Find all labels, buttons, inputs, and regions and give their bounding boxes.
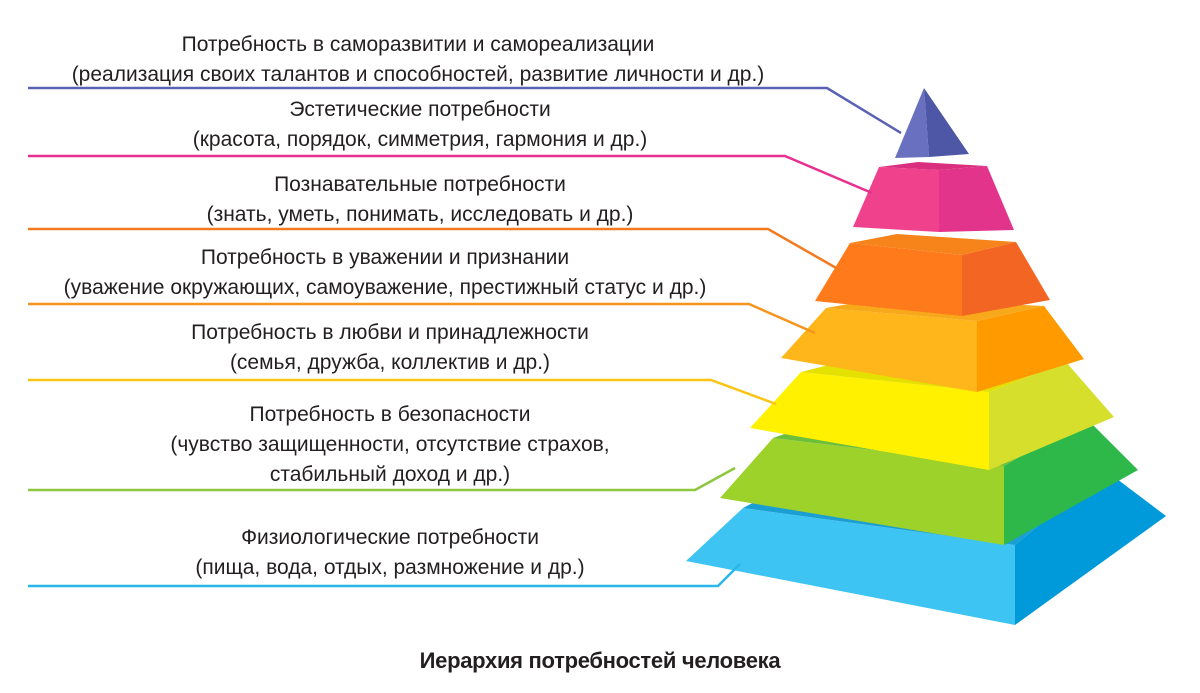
level-title: Эстетические потребности — [289, 98, 551, 121]
connector-line-esteem — [28, 302, 816, 335]
connector-line-belonging — [28, 378, 777, 406]
level-label-physiological: Физиологические потребности (пища, вода,… — [0, 523, 780, 583]
level-label-safety: Потребность в безопасности (чувство защи… — [0, 400, 780, 490]
level-title: Потребность в уважении и признании — [200, 246, 570, 269]
tier-self-actualization — [895, 88, 969, 158]
level-title: Потребность в саморазвитии и самореализа… — [181, 33, 655, 56]
level-description: (уважение окружающих, самоуважение, прес… — [63, 276, 707, 299]
level-label-aesthetic: Эстетические потребности (красота, поряд… — [30, 95, 810, 155]
level-description: (семья, дружба, коллектив и др.) — [229, 351, 551, 374]
level-description-line-2: стабильный доход и др.) — [269, 463, 511, 486]
level-title: Потребность в любви и принадлежности — [191, 321, 589, 344]
level-description: (реализация своих талантов и способносте… — [71, 63, 765, 86]
level-title: Физиологические потребности — [241, 526, 539, 549]
connector-line-self-actualization — [28, 86, 902, 135]
level-description: (пища, вода, отдых, размножение и др.) — [195, 556, 585, 579]
level-label-self-actualization: Потребность в саморазвитии и самореализа… — [28, 30, 808, 90]
connector-line-cognitive — [28, 227, 839, 271]
tier-cognitive — [815, 234, 1050, 316]
level-title: Познавательные потребности — [274, 173, 566, 196]
tier-aesthetic — [853, 162, 1014, 232]
level-title: Потребность в безопасности — [249, 403, 531, 426]
level-description-line-1: (чувство защищенности, отсутствие страхо… — [170, 433, 610, 456]
level-label-belonging: Потребность в любви и принадлежности (се… — [0, 318, 780, 378]
level-description: (красота, порядок, симметрия, гармония и… — [192, 128, 648, 151]
connector-line-physiological — [28, 563, 741, 588]
level-label-cognitive: Познавательные потребности (знать, уметь… — [30, 170, 810, 230]
diagram-title: Иерархия потребностей человека — [419, 648, 781, 673]
connector-line-safety — [28, 466, 736, 492]
level-label-esteem: Потребность в уважении и признании (уваж… — [0, 243, 770, 303]
level-description: (знать, уметь, понимать, исследовать и д… — [206, 203, 634, 226]
connector-line-aesthetic — [28, 154, 873, 195]
